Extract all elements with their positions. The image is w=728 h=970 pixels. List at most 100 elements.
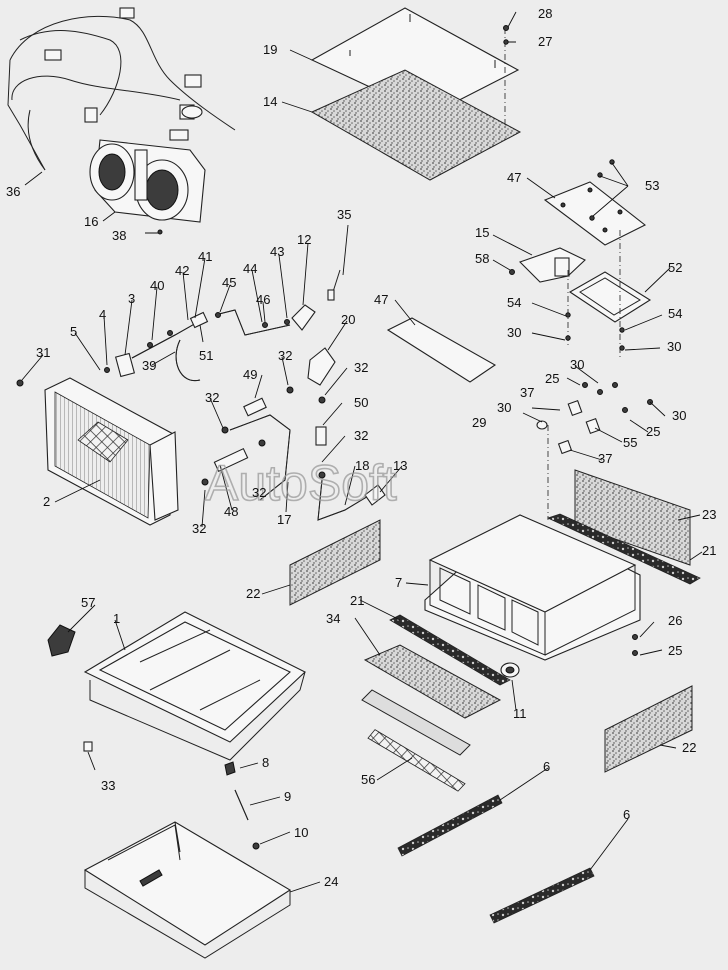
- callout: 47: [507, 170, 521, 185]
- callout: 1: [113, 611, 120, 626]
- callout: 53: [645, 178, 659, 193]
- callout: 17: [277, 512, 291, 527]
- callout: 47: [374, 292, 388, 307]
- callout: 51: [199, 348, 213, 363]
- callout: 12: [297, 232, 311, 247]
- foam-pad-left: [289, 519, 381, 606]
- callout: 57: [81, 595, 95, 610]
- callout-labels: 36 16 38 28 27 19 14 47 53 35 12 15 58 5…: [6, 6, 716, 889]
- callout: 9: [284, 789, 291, 804]
- callout: 22: [682, 740, 696, 755]
- clip-33: [83, 741, 93, 752]
- callout: 10: [294, 825, 308, 840]
- evaporator-coil: [16, 377, 179, 526]
- callout: 31: [36, 345, 50, 360]
- foam-pad-front: [363, 644, 502, 719]
- foam-pad-top: [310, 69, 522, 181]
- callout: 6: [623, 807, 630, 822]
- callout: 20: [341, 312, 355, 327]
- main-housing: [424, 514, 641, 678]
- gasket-57: [47, 624, 76, 657]
- callout: 32: [354, 428, 368, 443]
- watermark: AutoSoft: [205, 455, 397, 511]
- callout: 2: [43, 494, 50, 509]
- filter-mesh: [367, 729, 466, 792]
- callout: 25: [668, 643, 682, 658]
- callout: 22: [246, 586, 260, 601]
- callout: 8: [262, 755, 269, 770]
- callout: 19: [263, 42, 277, 57]
- callout: 30: [672, 408, 686, 423]
- seal-strip-lower-left: [397, 794, 503, 857]
- drain-hose: [224, 761, 260, 850]
- callout: 4: [99, 307, 106, 322]
- callout: 32: [278, 348, 292, 363]
- callout: 24: [324, 874, 338, 889]
- callout: 7: [395, 575, 402, 590]
- callout: 28: [538, 6, 552, 21]
- upper-mounting-plate: [543, 181, 647, 246]
- callout: 46: [256, 292, 270, 307]
- callout: 13: [393, 458, 407, 473]
- callout: 30: [497, 400, 511, 415]
- callout: 36: [6, 184, 20, 199]
- callout: 14: [263, 94, 277, 109]
- seal-strip-right: [546, 513, 701, 585]
- callout: 21: [702, 543, 716, 558]
- callout: 55: [623, 435, 637, 450]
- callout: 15: [475, 225, 489, 240]
- callout: 30: [667, 339, 681, 354]
- refrigerant-tubing: [201, 269, 386, 521]
- base-tray: [83, 821, 292, 959]
- callout: 48: [224, 504, 238, 519]
- callout: 32: [192, 521, 206, 536]
- callout: 26: [668, 613, 682, 628]
- callout: 52: [668, 260, 682, 275]
- filter-grille: [361, 689, 471, 756]
- callout: 29: [472, 415, 486, 430]
- callout: 37: [598, 451, 612, 466]
- callout: 39: [142, 358, 156, 373]
- expansion-valve-assembly: [104, 304, 316, 382]
- callout: 50: [354, 395, 368, 410]
- callout: 54: [507, 295, 521, 310]
- callout: 37: [520, 385, 534, 400]
- switch-plate: [568, 271, 652, 323]
- callout: 38: [112, 228, 126, 243]
- seal-strip-front: [389, 614, 511, 686]
- callout: 30: [570, 357, 584, 372]
- callout: 21: [350, 593, 364, 608]
- callout: 30: [507, 325, 521, 340]
- callout: 25: [646, 424, 660, 439]
- callout: 58: [475, 251, 489, 266]
- foam-pad-right-bottom: [604, 685, 693, 773]
- middle-plate: [386, 317, 497, 383]
- drain-pan: [83, 611, 306, 761]
- callout: 25: [545, 371, 559, 386]
- callout: 35: [337, 207, 351, 222]
- callout: 56: [361, 772, 375, 787]
- bracket: [518, 247, 586, 283]
- foam-pad-right-top: [574, 469, 691, 566]
- callout: 11: [513, 706, 527, 721]
- callout: 34: [326, 611, 340, 626]
- callout: 54: [668, 306, 682, 321]
- callout: 49: [243, 367, 257, 382]
- wiring-harness: [7, 7, 236, 171]
- callout: 32: [354, 360, 368, 375]
- callout: 3: [128, 291, 135, 306]
- callout: 42: [175, 263, 189, 278]
- blower-motor-assembly: [89, 139, 206, 235]
- callout: 44: [243, 261, 257, 276]
- callout: 32: [205, 390, 219, 405]
- callout: 33: [101, 778, 115, 793]
- callout: 5: [70, 324, 77, 339]
- callout: 16: [84, 214, 98, 229]
- callout: 6: [543, 759, 550, 774]
- callout: 27: [538, 34, 552, 49]
- callout: 32: [252, 485, 266, 500]
- leader-lines: [21, 11, 703, 893]
- callout: 45: [222, 275, 236, 290]
